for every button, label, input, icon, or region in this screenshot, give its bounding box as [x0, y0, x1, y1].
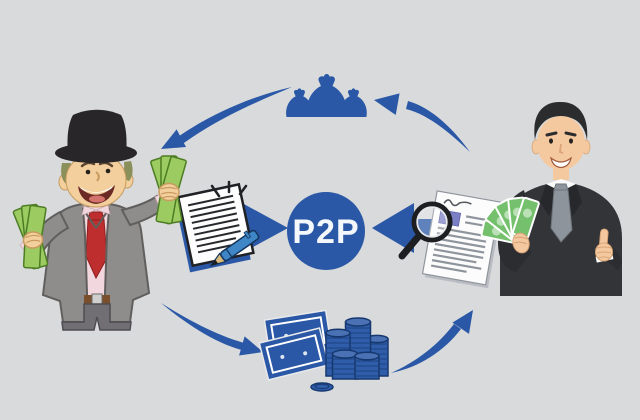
money-bag	[340, 88, 367, 117]
coin	[310, 382, 334, 392]
contract-pen-icon	[175, 180, 260, 273]
top-hat	[55, 109, 137, 163]
gray-tie	[550, 183, 573, 243]
flow-arrow-bottom-right	[391, 310, 473, 373]
flow-arrow-bottom-left	[161, 303, 263, 356]
money-fan	[480, 196, 540, 245]
smile	[78, 185, 115, 204]
pen-icon	[209, 229, 260, 267]
lender-collar	[81, 204, 111, 216]
hub-arrow-right	[372, 203, 468, 253]
lender-money-left	[12, 203, 49, 270]
banknotes-coins-icon	[258, 309, 389, 392]
flow-arrow-top-left	[161, 87, 292, 149]
magnifier-icon	[398, 201, 453, 260]
smile	[550, 156, 572, 169]
p2p-hub-label: P2P	[292, 213, 359, 251]
document-magnifier-icon	[398, 190, 503, 289]
lender-head	[55, 109, 137, 208]
borrower-character	[480, 101, 622, 296]
lender-money-right	[150, 155, 187, 225]
flow-arrow-top-right	[374, 93, 470, 152]
blue-flow-layer	[161, 73, 473, 373]
hair	[534, 101, 588, 140]
money-bag	[286, 88, 313, 117]
p2p-hub-circle	[287, 192, 365, 270]
coin-stack	[325, 317, 389, 380]
trousers	[61, 303, 132, 331]
lender-character	[12, 109, 187, 331]
emphasis-marks	[210, 180, 248, 198]
p2p-hub: P2P	[287, 192, 365, 270]
banknote	[258, 327, 330, 381]
document	[421, 190, 503, 289]
money-bag	[306, 73, 347, 117]
borrower-head	[531, 101, 591, 170]
money-bags-icon	[286, 73, 367, 117]
thumbs-up-hand	[595, 228, 622, 271]
